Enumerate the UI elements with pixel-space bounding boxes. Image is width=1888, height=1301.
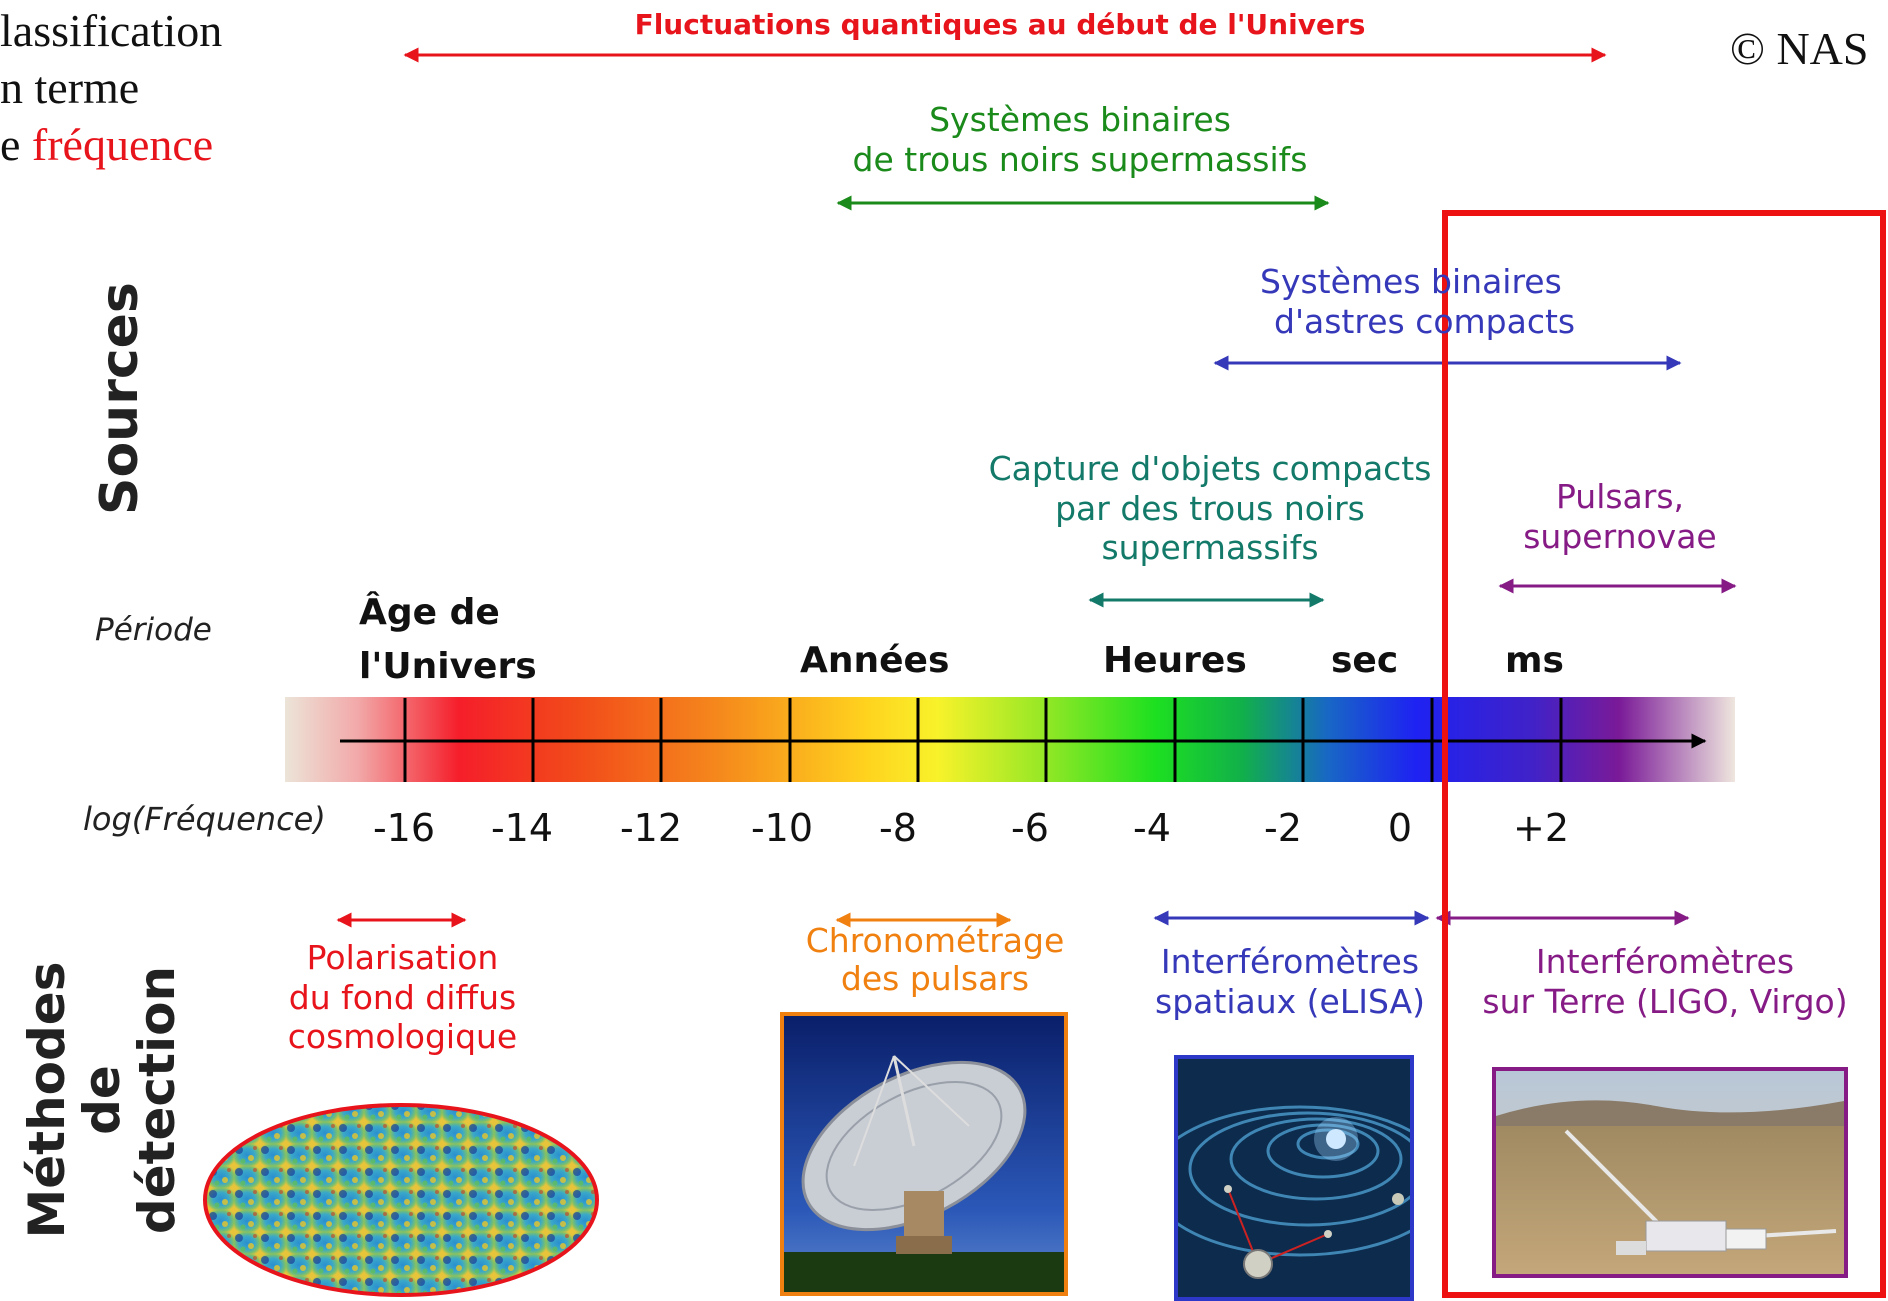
- axis-tick-marks: [403, 698, 1563, 782]
- pta-label: Chronométrage des pulsars: [770, 922, 1100, 998]
- detection-axis-title-line-2: de détection: [73, 965, 186, 1235]
- tick-label: -8: [879, 806, 917, 850]
- cmb-label-line-1: Polarisation: [306, 938, 499, 977]
- ground-interferometer-line-2: sur Terre (LIGO, Virgo): [1482, 981, 1848, 1021]
- header-line-3-prefix: e: [0, 119, 32, 170]
- elisa-spacetime-image: [1174, 1055, 1414, 1301]
- compact-binaries-line-1: Systèmes binaires: [1260, 262, 1562, 301]
- tick-label: -10: [750, 806, 814, 850]
- emri-line-2: par des trous noirs: [1055, 488, 1365, 528]
- ground-detection-highlight-box: [1442, 210, 1886, 1298]
- tick-label: -14: [490, 806, 554, 850]
- space-interferometer-line-2: spatiaux (eLISA): [1155, 981, 1425, 1021]
- cmb-label: Polarisation du fond diffus cosmologique: [250, 938, 555, 1057]
- tick-label: -12: [619, 806, 683, 850]
- cmb-label-line-2: du fond diffus: [288, 977, 517, 1017]
- header-line-3: e fréquence: [0, 116, 222, 173]
- emri-label: Capture d'objets compacts par des trous …: [960, 449, 1460, 568]
- period-age-univers-line-2: l'Univers: [359, 646, 537, 687]
- pta-label-line-1: Chronométrage: [805, 921, 1065, 960]
- frequency-axis-label: log(Fréquence): [83, 800, 326, 838]
- radio-telescope-image: [780, 1012, 1068, 1296]
- tick-label: -16: [372, 806, 436, 850]
- period-axis-label: Période: [95, 612, 212, 648]
- header-highlight-frequence: fréquence: [31, 119, 214, 170]
- radio-telescope-drawing: [784, 1016, 1064, 1292]
- header-line-1: lassification: [0, 5, 223, 56]
- smbh-binaries-label: Systèmes binaires de trous noirs superma…: [780, 100, 1380, 179]
- ground-interferometer-line-1: Interféromètres: [1535, 942, 1795, 981]
- ground-interferometer-label: Interféromètres sur Terre (LIGO, Virgo): [1470, 942, 1860, 1021]
- tick-label: -6: [1011, 806, 1049, 850]
- copyright-notice: © NAS: [1730, 23, 1869, 74]
- ligo-site-image: [1492, 1067, 1848, 1278]
- period-annees: Années: [800, 640, 950, 681]
- fluctuations-label: Fluctuations quantiques au début de l'Un…: [634, 8, 1366, 41]
- period-heures: Heures: [1103, 640, 1247, 681]
- pulsars-line-1: Pulsars,: [1555, 477, 1685, 516]
- pta-label-line-2: des pulsars: [840, 958, 1030, 998]
- pulsars-line-2: supernovae: [1523, 516, 1717, 556]
- emri-line-3: supermassifs: [1101, 528, 1319, 568]
- elisa-spacetime-drawing: [1178, 1059, 1410, 1297]
- header-line-2: n terme: [0, 62, 140, 113]
- detection-axis-title-line-1: Méthodes: [18, 961, 76, 1239]
- period-age-univers: Âge de l'Univers: [359, 586, 537, 694]
- cmb-map-image: [203, 1103, 599, 1297]
- pulsars-label: Pulsars, supernovae: [1480, 477, 1760, 556]
- cmb-label-line-3: cosmologique: [287, 1017, 518, 1057]
- tick-label: 0: [1387, 806, 1413, 850]
- header-text: lassification n terme e fréquence: [0, 2, 222, 173]
- period-age-univers-line-1: Âge de: [359, 592, 500, 633]
- tick-label: -2: [1264, 806, 1302, 850]
- space-interferometer-label: Interféromètres spatiaux (eLISA): [1140, 942, 1440, 1021]
- emri-line-1: Capture d'objets compacts: [988, 449, 1432, 488]
- compact-binaries-line-2: d'astres compacts: [1274, 301, 1576, 341]
- sources-axis-title: Sources: [90, 282, 150, 515]
- tick-label: +2: [1512, 806, 1570, 850]
- period-ms: ms: [1505, 640, 1564, 681]
- ligo-site-drawing: [1496, 1071, 1844, 1274]
- smbh-binaries-line-1: Systèmes binaires: [929, 100, 1231, 139]
- smbh-binaries-line-2: de trous noirs supermassifs: [852, 139, 1308, 179]
- detection-axis-title: Méthodes de détection: [18, 945, 186, 1255]
- tick-label: -4: [1133, 806, 1171, 850]
- space-interferometer-line-1: Interféromètres: [1160, 942, 1420, 981]
- period-sec: sec: [1331, 640, 1399, 681]
- compact-binaries-label: Systèmes binaires d'astres compacts: [1260, 262, 1576, 341]
